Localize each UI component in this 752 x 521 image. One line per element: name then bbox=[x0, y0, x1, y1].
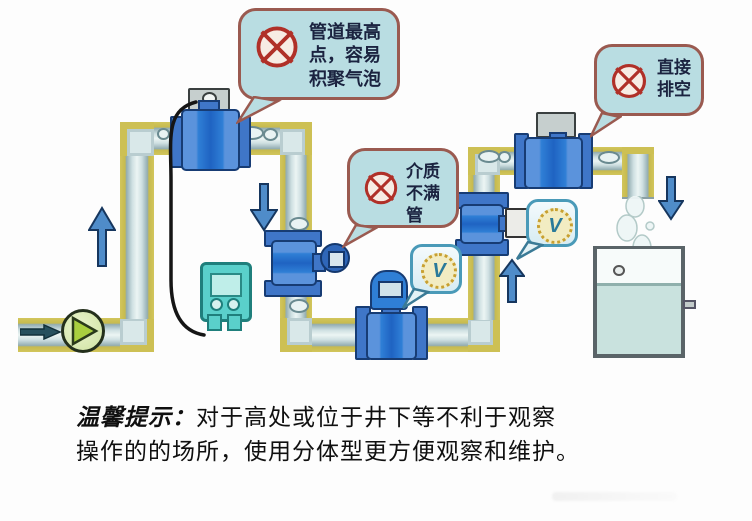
callout-tail bbox=[590, 112, 622, 138]
pipe-joint-ring bbox=[478, 150, 500, 163]
note-line-2: 操作的的场所，使用分体型更方便观察和维护。 bbox=[76, 439, 580, 464]
prohibited-icon bbox=[364, 171, 398, 205]
note-line-1: 温馨提示：对于高处或位于井下等不利于观察 bbox=[76, 405, 556, 430]
check-icon: V bbox=[537, 208, 573, 244]
flowmeter4-body bbox=[366, 312, 417, 360]
callout-partially-filled: 介质不满管 bbox=[347, 148, 459, 228]
open-tank bbox=[593, 246, 685, 358]
tank-drain-hole bbox=[613, 265, 625, 276]
check-icon: V bbox=[421, 253, 457, 289]
signal-cable bbox=[168, 100, 206, 337]
flow-down-arrow-icon bbox=[658, 176, 684, 221]
pipe-joint-ring bbox=[289, 299, 309, 313]
pipe-elbow-top-middle bbox=[280, 122, 312, 155]
tank-nozzle bbox=[683, 300, 696, 309]
note-label: 温馨提示： bbox=[76, 405, 196, 430]
pipe-joint-ring bbox=[263, 128, 278, 141]
callout-tail bbox=[516, 241, 544, 261]
pipe-elbow-bottom-right bbox=[468, 318, 500, 352]
converter-screen bbox=[210, 273, 242, 297]
callout-tail bbox=[236, 96, 282, 124]
callout-check-2: V bbox=[526, 199, 578, 247]
converter-foot bbox=[207, 314, 222, 331]
converter-knob bbox=[227, 298, 240, 311]
callout-check-1: V bbox=[410, 244, 462, 294]
callout-pipe-high-point: 管道最高点，容易积聚气泡 bbox=[238, 8, 400, 100]
callout-text: 介质不满管 bbox=[406, 162, 440, 226]
converter-knob bbox=[210, 298, 223, 311]
flowmeter2-display bbox=[320, 243, 350, 273]
pipe-elbow-bottom-middle bbox=[280, 318, 312, 352]
tank-water bbox=[597, 283, 681, 354]
callout-text: 管道最高点，容易积聚气泡 bbox=[309, 22, 381, 89]
pipe-joint-ring bbox=[157, 128, 170, 140]
remote-converter bbox=[200, 262, 252, 322]
flow-up-arrow-icon bbox=[499, 258, 525, 303]
pump-icon bbox=[61, 309, 105, 353]
flow-down-arrow-icon bbox=[250, 183, 278, 232]
pipe-joint-ring bbox=[289, 217, 309, 231]
pipe-left-vertical bbox=[120, 155, 154, 319]
callout-text: 直接排空 bbox=[657, 58, 691, 100]
faint-watermark bbox=[552, 492, 677, 501]
prohibited-icon bbox=[256, 26, 298, 68]
callout-direct-drain: 直接排空 bbox=[594, 44, 704, 116]
pipe-elbow-bottom-left bbox=[120, 318, 154, 352]
converter-foot bbox=[227, 314, 242, 331]
flowmeter1-body bbox=[181, 109, 240, 171]
prohibited-icon bbox=[611, 63, 647, 99]
flow-up-arrow-icon bbox=[88, 206, 116, 267]
flowmeter3-body bbox=[524, 137, 583, 189]
flow-right-arrow-icon bbox=[20, 324, 62, 340]
pipe-joint-ring bbox=[498, 151, 511, 163]
flowmeter4-display-head bbox=[370, 270, 408, 310]
pipe-outlet-elbow bbox=[622, 147, 654, 199]
callout-tail bbox=[402, 288, 430, 310]
pipe-joint-ring bbox=[598, 151, 620, 164]
flowmeter2-body bbox=[271, 240, 317, 286]
pipe-elbow-top-left bbox=[120, 122, 154, 156]
callout-tail bbox=[342, 224, 378, 248]
